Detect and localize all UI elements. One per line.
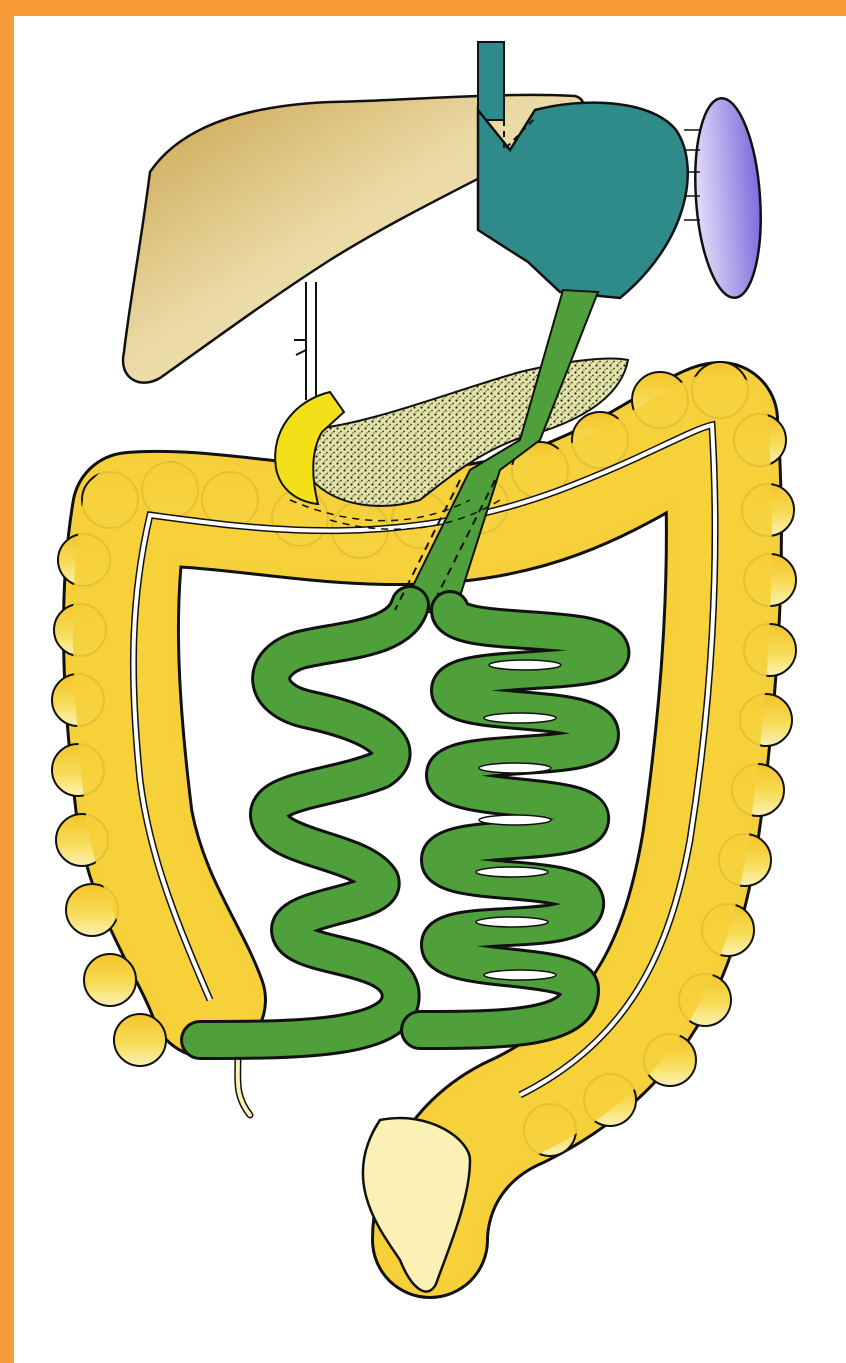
- ileum-slit: [484, 713, 556, 723]
- ascending-colon-haustra: [84, 954, 136, 1006]
- esophagus: [478, 42, 504, 120]
- ileum-slit: [489, 660, 561, 670]
- ileum-slit: [479, 763, 551, 773]
- ascending-colon-haustra: [114, 1014, 166, 1066]
- ileum-slit: [476, 917, 548, 927]
- spleen: [689, 96, 767, 300]
- common-bile-duct: [306, 282, 316, 400]
- ileum-slit: [479, 815, 551, 825]
- ileum-slit: [476, 867, 548, 877]
- ileum-slit: [484, 970, 556, 980]
